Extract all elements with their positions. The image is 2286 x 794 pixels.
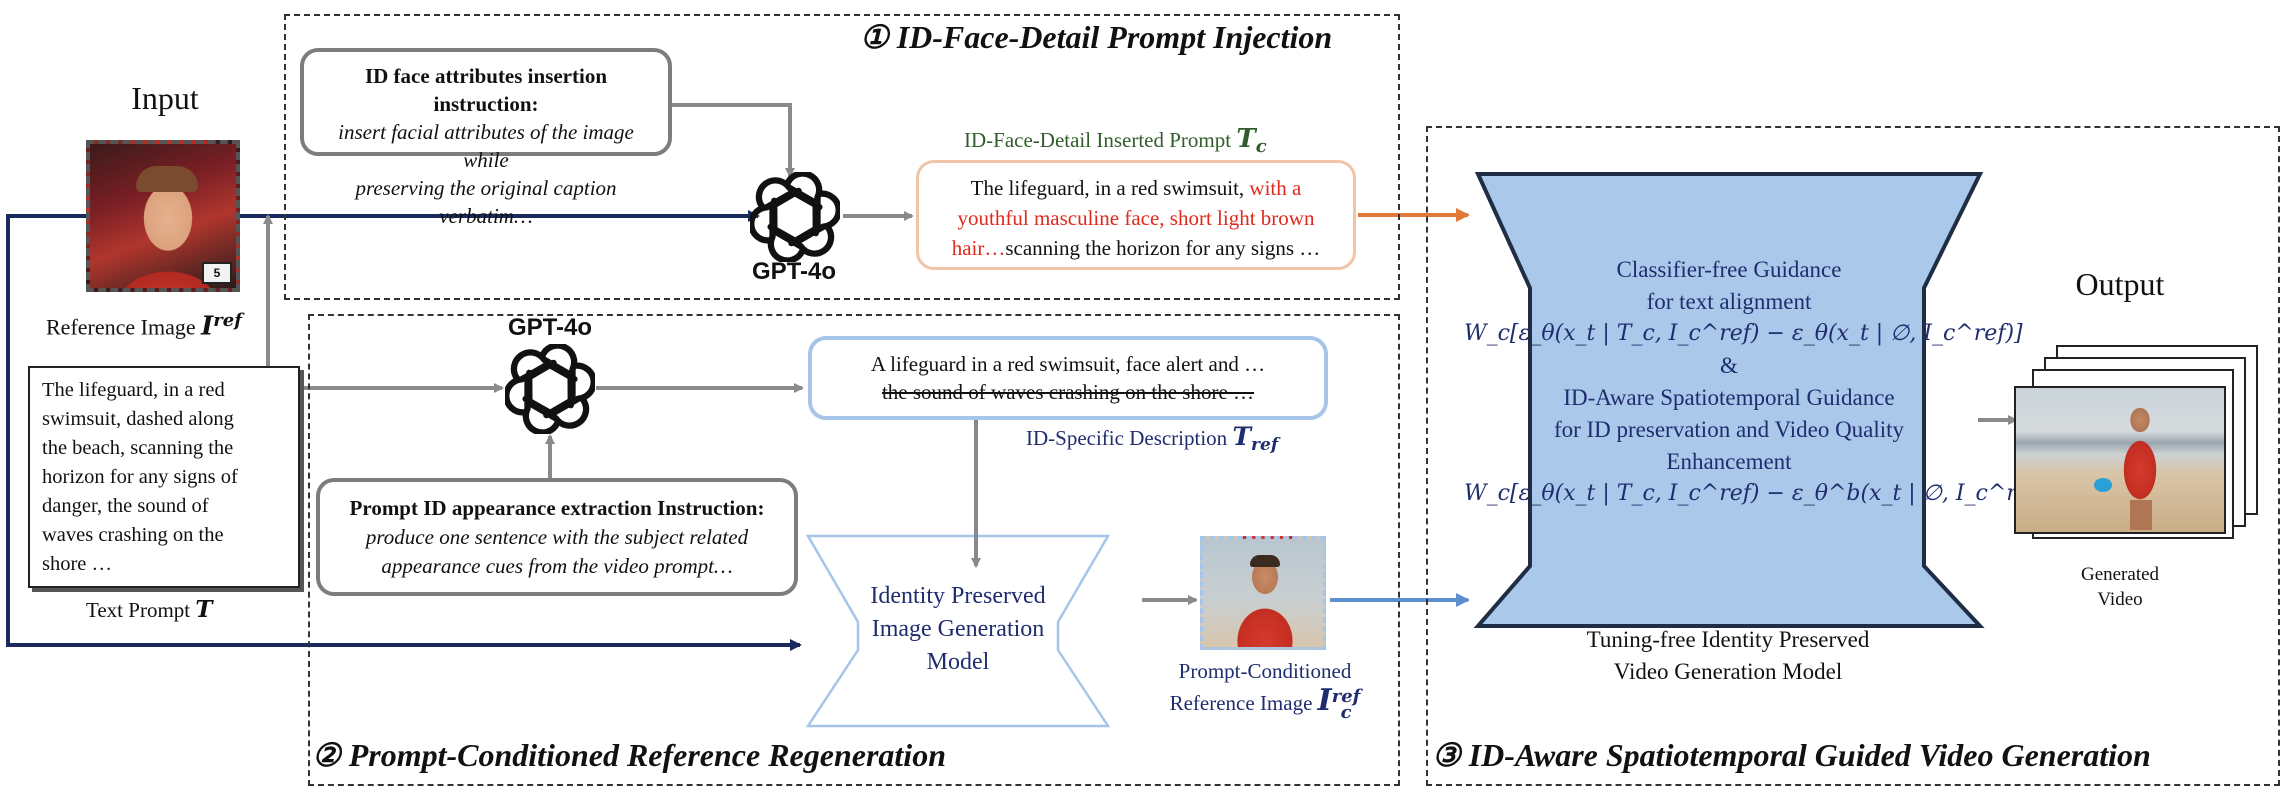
prompt-conditioned-ref-sub: c xyxy=(1340,702,1352,724)
section-3-box xyxy=(1426,126,2280,786)
input-heading: Input xyxy=(131,80,199,116)
prompt-conditioned-ref-symbol: I xyxy=(1317,683,1332,718)
guidance-2-line-2: for ID preservation and Video Quality xyxy=(1553,417,1905,442)
section-2-box xyxy=(308,314,1400,786)
ref-image-hair xyxy=(1250,555,1280,567)
video-model-caption-line-1: Tuning-free Identity Preserved xyxy=(1586,627,1870,652)
extraction-instruction-line-2: appearance cues from the video prompt… xyxy=(381,554,733,578)
inserted-prompt-sub: c xyxy=(1255,136,1267,158)
inserted-prompt-label: ID-Face-Detail Inserted Prompt Tc xyxy=(964,124,1267,157)
id-description-label-text: ID-Specific Description xyxy=(1026,426,1228,450)
text-prompt-line-6: waves crashing on the xyxy=(42,524,224,546)
inserted-prompt-line3-plain: scanning the horizon for any signs … xyxy=(1005,236,1321,260)
gpt-4o-top-label: GPT-4o xyxy=(751,258,836,285)
guidance-1-line-1: Classifier-free Guidance xyxy=(1616,257,1842,282)
id-description-line-1: A lifeguard in a red swimsuit, face aler… xyxy=(870,352,1266,376)
inserted-prompt-line1-plain: The lifeguard, in a red swimsuit, xyxy=(970,176,1250,200)
output-heading: Output xyxy=(2075,266,2165,302)
inserted-prompt-line2-red: youthful masculine face, short light bro… xyxy=(957,206,1315,230)
prompt-conditioned-ref-line-2: Reference Image xyxy=(1169,691,1313,715)
inserted-prompt-line3-red: hair… xyxy=(951,236,1006,260)
section-2-title: ② Prompt-Conditioned Reference Regenerat… xyxy=(312,737,946,773)
section-1-box xyxy=(284,14,1400,300)
inserted-prompt-box: The lifeguard, in a red swimsuit, with a… xyxy=(916,160,1356,270)
reference-image-label-text: Reference Image xyxy=(46,314,196,340)
video-frame-legs xyxy=(2130,500,2152,530)
insertion-instruction-line-1: insert facial attributes of the image wh… xyxy=(338,120,634,172)
guidance-2-line-1: ID-Aware Spatiotemporal Guidance xyxy=(1563,385,1895,410)
text-prompt-label-text: Text Prompt xyxy=(86,598,191,622)
text-prompt-symbol: T xyxy=(195,596,213,623)
text-prompt-box: The lifeguard, in a red swimsuit, dashed… xyxy=(28,366,300,588)
id-description-sub: ref xyxy=(1251,435,1279,456)
reference-image-hair xyxy=(136,166,198,192)
text-prompt-line-3: the beach, scanning the xyxy=(42,437,234,459)
text-prompt-line-7: shore … xyxy=(42,553,113,575)
video-generation-model-shape xyxy=(1473,172,1985,628)
image-generation-model-line-2: Image Generation xyxy=(871,616,1045,642)
insertion-instruction-line-2: preserving the original caption verbatim… xyxy=(355,176,617,228)
generated-video-caption: Generated Video xyxy=(2050,562,2190,612)
id-description-symbol: T xyxy=(1232,422,1252,451)
inserted-prompt-symbol: T xyxy=(1236,124,1256,154)
text-prompt-line-2: swimsuit, dashed along xyxy=(42,408,234,430)
openai-logo-icon xyxy=(750,172,840,262)
insertion-instruction-box: ID face attributes insertion instruction… xyxy=(300,48,672,228)
navy-arrow-to-gpt-top xyxy=(6,210,760,645)
inserted-prompt-line1-red: with a xyxy=(1249,176,1302,200)
generated-video-frame xyxy=(2014,386,2226,534)
reference-image-sup: ref xyxy=(213,310,242,331)
generated-video-caption-line-2: Video xyxy=(2097,589,2143,610)
id-description-line-2: the sound of waves crashing on the shore… xyxy=(881,380,1255,404)
reference-image-symbol: I xyxy=(201,311,214,342)
text-prompt-label: Text Prompt T xyxy=(86,596,212,623)
generated-video-caption-line-1: Generated xyxy=(2080,564,2160,585)
reference-image-label: Reference Image Iref xyxy=(46,310,242,341)
guidance-1-formula: W_c[ε_θ(x_t | T_c, I_c^ref) − ε_θ(x_t | … xyxy=(1464,321,2023,346)
reference-image: 5 xyxy=(86,140,240,292)
prompt-conditioned-reference-image xyxy=(1200,536,1326,650)
image-generation-model-label: Identity Preserved Image Generation Mode… xyxy=(848,580,1068,679)
gpt-4o-bottom-label: GPT-4o xyxy=(507,314,592,341)
openai-logo-icon xyxy=(505,344,595,434)
guidance-ampersand: & xyxy=(1720,353,1738,378)
image-generation-model-line-1: Identity Preserved xyxy=(870,583,1046,609)
id-description-box: A lifeguard in a red swimsuit, face aler… xyxy=(808,336,1328,420)
image-generation-model-shape xyxy=(805,534,1111,728)
guidance-2-line-3: Enhancement xyxy=(1666,449,1792,474)
prompt-conditioned-ref-line-1: Prompt-Conditioned xyxy=(1178,659,1352,683)
video-frame-ball xyxy=(2094,478,2112,492)
section-3-title: ③ ID-Aware Spatiotemporal Guided Video G… xyxy=(1432,737,2151,773)
id-description-label: ID-Specific Description Tref xyxy=(1026,422,1278,455)
text-prompt-line-5: danger, the sound of xyxy=(42,495,209,517)
navy-arrow-to-image-model xyxy=(6,639,802,651)
video-model-content: Classifier-free Guidance for text alignm… xyxy=(1464,254,2056,510)
extraction-instruction-title: Prompt ID appearance extraction Instruct… xyxy=(349,496,765,520)
reference-image-badge: 5 xyxy=(202,262,232,284)
gray-arrow-instruction-to-gpt xyxy=(670,103,795,178)
video-model-caption-line-2: Video Generation Model xyxy=(1613,659,1843,684)
text-prompt-line-4: horizon for any signs of xyxy=(42,466,238,488)
guidance-2-formula: W_c[ε_θ(x_t | T_c, I_c^ref) − ε_θ^b(x_t … xyxy=(1464,481,2056,506)
video-model-caption: Tuning-free Identity Preserved Video Gen… xyxy=(1508,624,1948,688)
extraction-instruction-line-1: produce one sentence with the subject re… xyxy=(365,525,749,549)
image-generation-model-line-3: Model xyxy=(926,649,990,675)
prompt-conditioned-ref-sup: ref xyxy=(1331,686,1361,708)
guidance-1-line-2: for text alignment xyxy=(1646,289,1812,314)
text-prompt-line-1: The lifeguard, in a red xyxy=(42,379,225,401)
extraction-instruction-box: Prompt ID appearance extraction Instruct… xyxy=(316,478,798,596)
section-1-title: ① ID-Face-Detail Prompt Injection xyxy=(860,19,1333,55)
inserted-prompt-label-text: ID-Face-Detail Inserted Prompt xyxy=(964,128,1232,152)
insertion-instruction-title: ID face attributes insertion instruction… xyxy=(364,64,608,116)
